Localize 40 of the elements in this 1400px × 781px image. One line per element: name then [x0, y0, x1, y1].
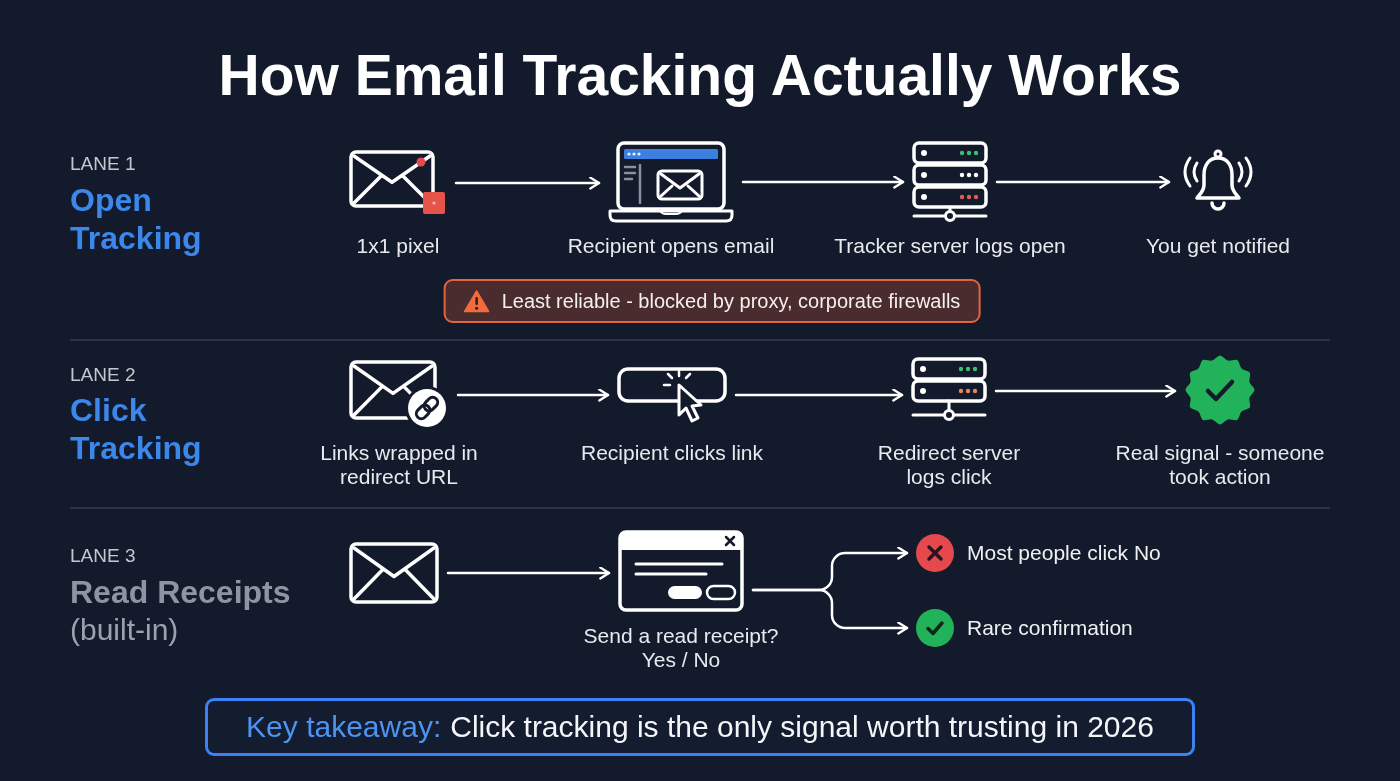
takeaway-label: Key takeaway: — [246, 710, 442, 744]
step-caption: Send a read receipt? Yes / No — [582, 624, 780, 672]
lane-number: LANE 2 — [70, 363, 136, 386]
lane-subtitle: (built-in) — [70, 612, 179, 648]
lane-title: Click Tracking — [70, 391, 203, 467]
step-caption: Recipient opens email — [567, 234, 775, 258]
step-caption: Links wrapped in redirect URL — [319, 441, 479, 489]
envelope-icon — [349, 542, 439, 604]
arrow — [446, 566, 611, 580]
warning-text: Least reliable - blocked by proxy, corporate firewalls — [501, 289, 961, 313]
step-caption: Tracker server logs open — [834, 234, 1066, 258]
envelope-icon — [349, 150, 447, 216]
lane-title: Open Tracking — [70, 181, 203, 257]
arrow — [454, 176, 601, 190]
outcome-label: Most people click No — [967, 541, 1161, 565]
step-caption: You get notified — [1146, 234, 1290, 258]
diagram-title: How Email Tracking Actually Works — [218, 42, 1182, 108]
arrow — [741, 175, 905, 189]
arrow — [994, 384, 1177, 398]
step-caption: 1x1 pixel — [356, 234, 440, 258]
arrow — [751, 588, 909, 635]
step-caption: Redirect server logs click — [876, 441, 1022, 489]
outcome-label: Rare confirmation — [967, 616, 1133, 640]
takeaway-box — [205, 698, 1195, 756]
warning-banner — [443, 279, 981, 323]
laptop-icon — [608, 141, 734, 223]
server-icon — [912, 141, 988, 223]
envelope-link-icon — [349, 360, 449, 430]
cursor-click-icon — [617, 365, 727, 425]
lane-number: LANE 1 — [70, 152, 136, 175]
arrow — [456, 388, 610, 402]
arrow — [995, 175, 1171, 189]
lane-title: Read Receipts — [70, 573, 291, 611]
takeaway-text: Click tracking is the only signal worth trusting in 2026 — [450, 710, 1154, 744]
dialog-window-icon — [618, 530, 744, 612]
lane-number: LANE 3 — [70, 544, 136, 567]
step-caption: Recipient clicks link — [580, 441, 764, 465]
step-caption: Real signal - someone took action — [1114, 441, 1326, 489]
check-badge-icon — [1184, 354, 1256, 426]
arrow — [734, 388, 904, 402]
